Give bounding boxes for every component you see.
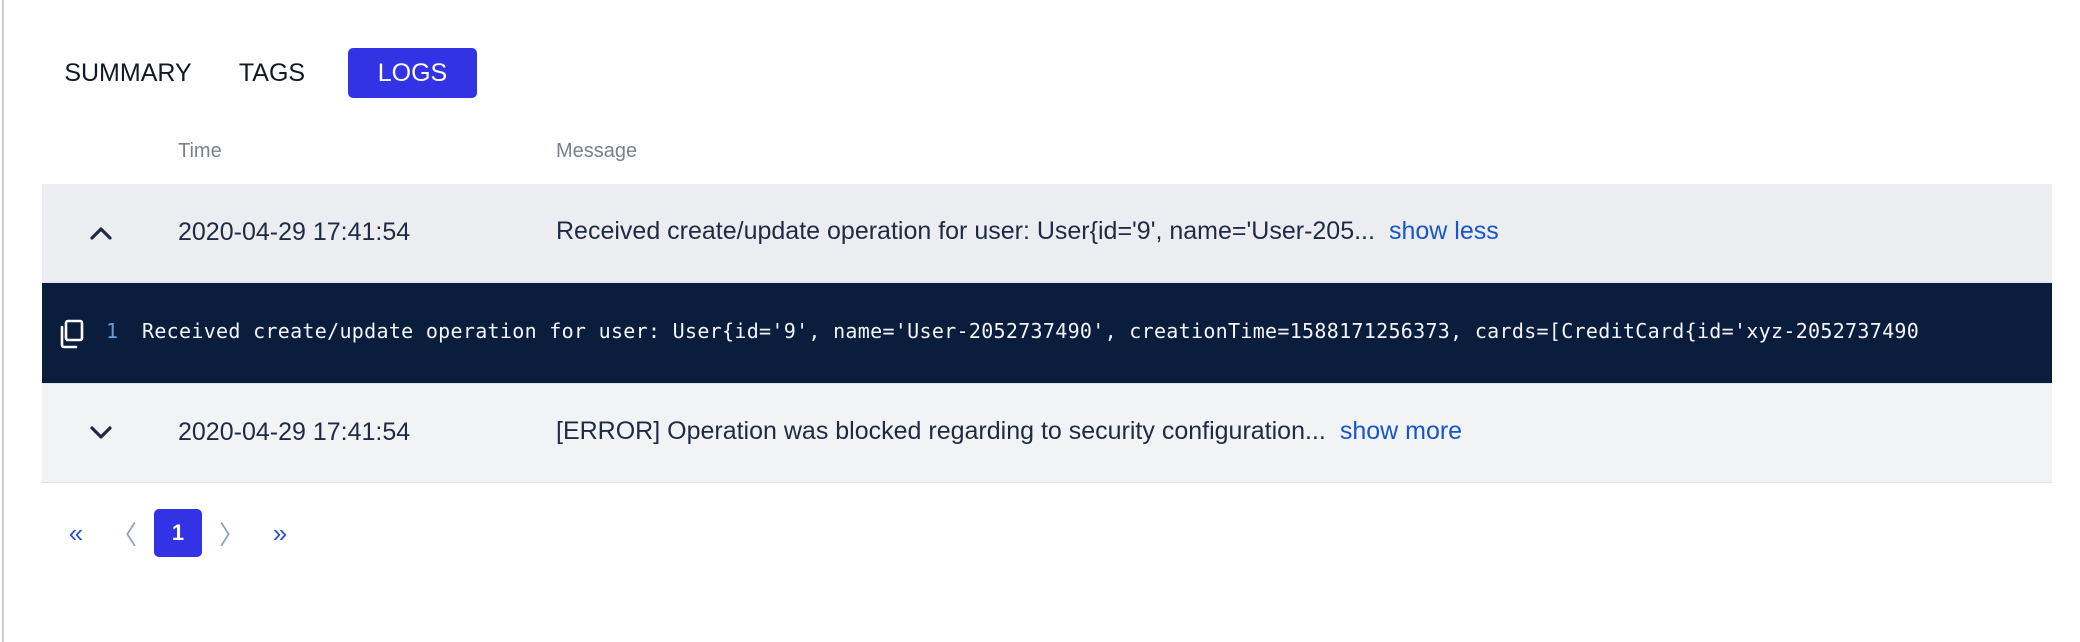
log-time: 2020-04-29 17:41:54 bbox=[178, 218, 411, 246]
table-row: 2020-04-29 17:41:54 Received create/upda… bbox=[42, 184, 2052, 283]
column-header-time: Time bbox=[178, 140, 222, 162]
log-message-text: Received create/update operation for use… bbox=[556, 217, 1375, 245]
log-message-text: [ERROR] Operation was blocked regarding … bbox=[556, 417, 1326, 445]
first-page-button[interactable]: « bbox=[68, 517, 84, 548]
show-more-link[interactable]: show more bbox=[1339, 417, 1463, 445]
log-detail-text: Received create/update operation for use… bbox=[142, 319, 1920, 343]
tab-summary[interactable]: SUMMARY bbox=[64, 58, 192, 87]
tab-tags[interactable]: TAGS bbox=[238, 58, 306, 87]
chevron-down-icon[interactable] bbox=[86, 418, 116, 448]
tab-bar: SUMMARY TAGS LOGS bbox=[56, 48, 477, 98]
log-message: Received create/update operation for use… bbox=[556, 217, 1499, 246]
prev-page-button[interactable]: 〈 bbox=[110, 519, 137, 550]
log-detail-panel: 1 Received create/update operation for u… bbox=[42, 283, 2052, 383]
log-message: [ERROR] Operation was blocked regarding … bbox=[556, 417, 1462, 446]
pagination: « 〈 1 〉 » bbox=[52, 508, 304, 558]
last-page-button[interactable]: » bbox=[272, 517, 288, 548]
logs-table: Time Message 2020-04-29 17:41:54 Receive… bbox=[42, 130, 2052, 483]
next-page-button[interactable]: 〉 bbox=[218, 519, 245, 550]
column-header-message: Message bbox=[556, 140, 638, 162]
chevron-up-icon[interactable] bbox=[86, 218, 116, 248]
table-row: 2020-04-29 17:41:54 [ERROR] Operation wa… bbox=[42, 383, 2052, 483]
page-1-button[interactable]: 1 bbox=[154, 509, 202, 557]
line-number: 1 bbox=[106, 319, 119, 343]
copy-icon[interactable] bbox=[58, 319, 86, 349]
show-less-link[interactable]: show less bbox=[1388, 217, 1499, 245]
tab-logs[interactable]: LOGS bbox=[348, 48, 477, 98]
left-border bbox=[2, 0, 4, 642]
log-time: 2020-04-29 17:41:54 bbox=[178, 418, 411, 446]
table-header: Time Message bbox=[42, 130, 2052, 184]
